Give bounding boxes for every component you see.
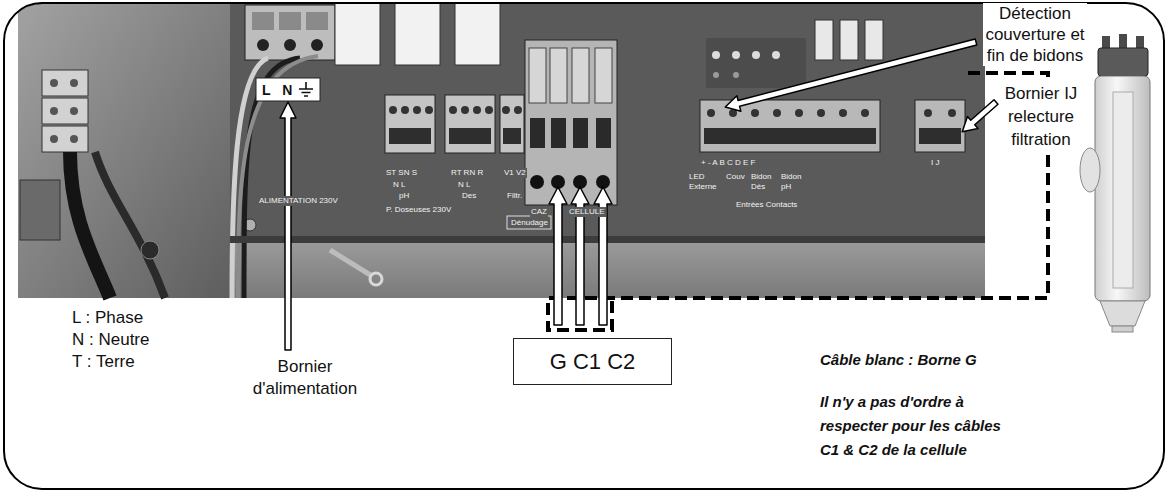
board-photo xyxy=(18,4,985,298)
silkscreen-label: ST SN S xyxy=(385,168,418,178)
led-row xyxy=(706,20,883,88)
box-text: G C1 C2 xyxy=(550,349,636,375)
terminal-label: L N xyxy=(262,81,292,99)
silkscreen-label: CELLULE xyxy=(568,207,606,217)
cable-gland xyxy=(141,241,159,259)
terminal-tag xyxy=(256,78,320,101)
legend-text: T : Terre xyxy=(72,352,135,372)
cable xyxy=(95,152,165,298)
silkscreen-label: Filtr. xyxy=(506,191,523,201)
ring-terminal xyxy=(370,273,382,285)
silkscreen-label: I J xyxy=(930,158,940,168)
legend-text: L : Phase xyxy=(72,308,143,328)
chassis xyxy=(18,4,230,298)
ij-terminal xyxy=(915,100,965,152)
silkscreen-label: Dénudage xyxy=(510,218,549,228)
callout-label: Bornier IJ relecture filtration xyxy=(1002,82,1080,151)
note-text: Câble blanc : Borne G xyxy=(820,350,977,370)
pointer-arrows xyxy=(280,34,1001,350)
power-terminal xyxy=(245,5,335,60)
silkscreen-label: Couv xyxy=(725,172,746,182)
wire xyxy=(330,250,372,276)
pump-terminals xyxy=(385,95,524,153)
silkscreen-label: + - A B C D E F xyxy=(700,158,756,168)
note-text: Il n'y a pas d'ordre à respecter pour le… xyxy=(820,390,1012,462)
callout-label: Bornier d'alimentation xyxy=(230,356,380,400)
silkscreen-label: Bidon Dés xyxy=(750,172,778,192)
cell-terminal xyxy=(525,40,617,205)
relays xyxy=(335,4,500,65)
photo-ground xyxy=(18,4,985,298)
silkscreen-label: CAZ xyxy=(530,207,548,217)
silkscreen-label: V1 V2 xyxy=(503,168,527,178)
label-box: G C1 C2 xyxy=(513,338,672,385)
earth-symbol xyxy=(299,82,313,96)
silkscreen-label: N L xyxy=(457,180,471,190)
silkscreen-label: Entrées Contacts xyxy=(735,200,798,210)
silkscreen-label: Des xyxy=(461,191,477,201)
outer-frame xyxy=(4,3,1164,489)
strip-gauge xyxy=(507,216,551,229)
electrolysis-cell xyxy=(1080,34,1150,332)
legend-text: N : Neutre xyxy=(72,330,149,350)
silkscreen-label: pH xyxy=(398,191,410,201)
silkscreen-label: N L xyxy=(392,180,406,190)
silkscreen-label: LED Externe xyxy=(688,172,722,192)
dashed-cable-route xyxy=(548,73,1048,330)
wire xyxy=(238,56,318,298)
silkscreen-label: Bidon pH xyxy=(780,172,808,192)
silkscreen-label: ALIMENTATION 230V xyxy=(258,196,339,206)
silkscreen-label: RT RN R xyxy=(450,168,484,178)
silkscreen-label: P. Doseuses 230V xyxy=(385,205,452,215)
callout-label: Détection couverture et fin de bidons xyxy=(983,3,1087,66)
